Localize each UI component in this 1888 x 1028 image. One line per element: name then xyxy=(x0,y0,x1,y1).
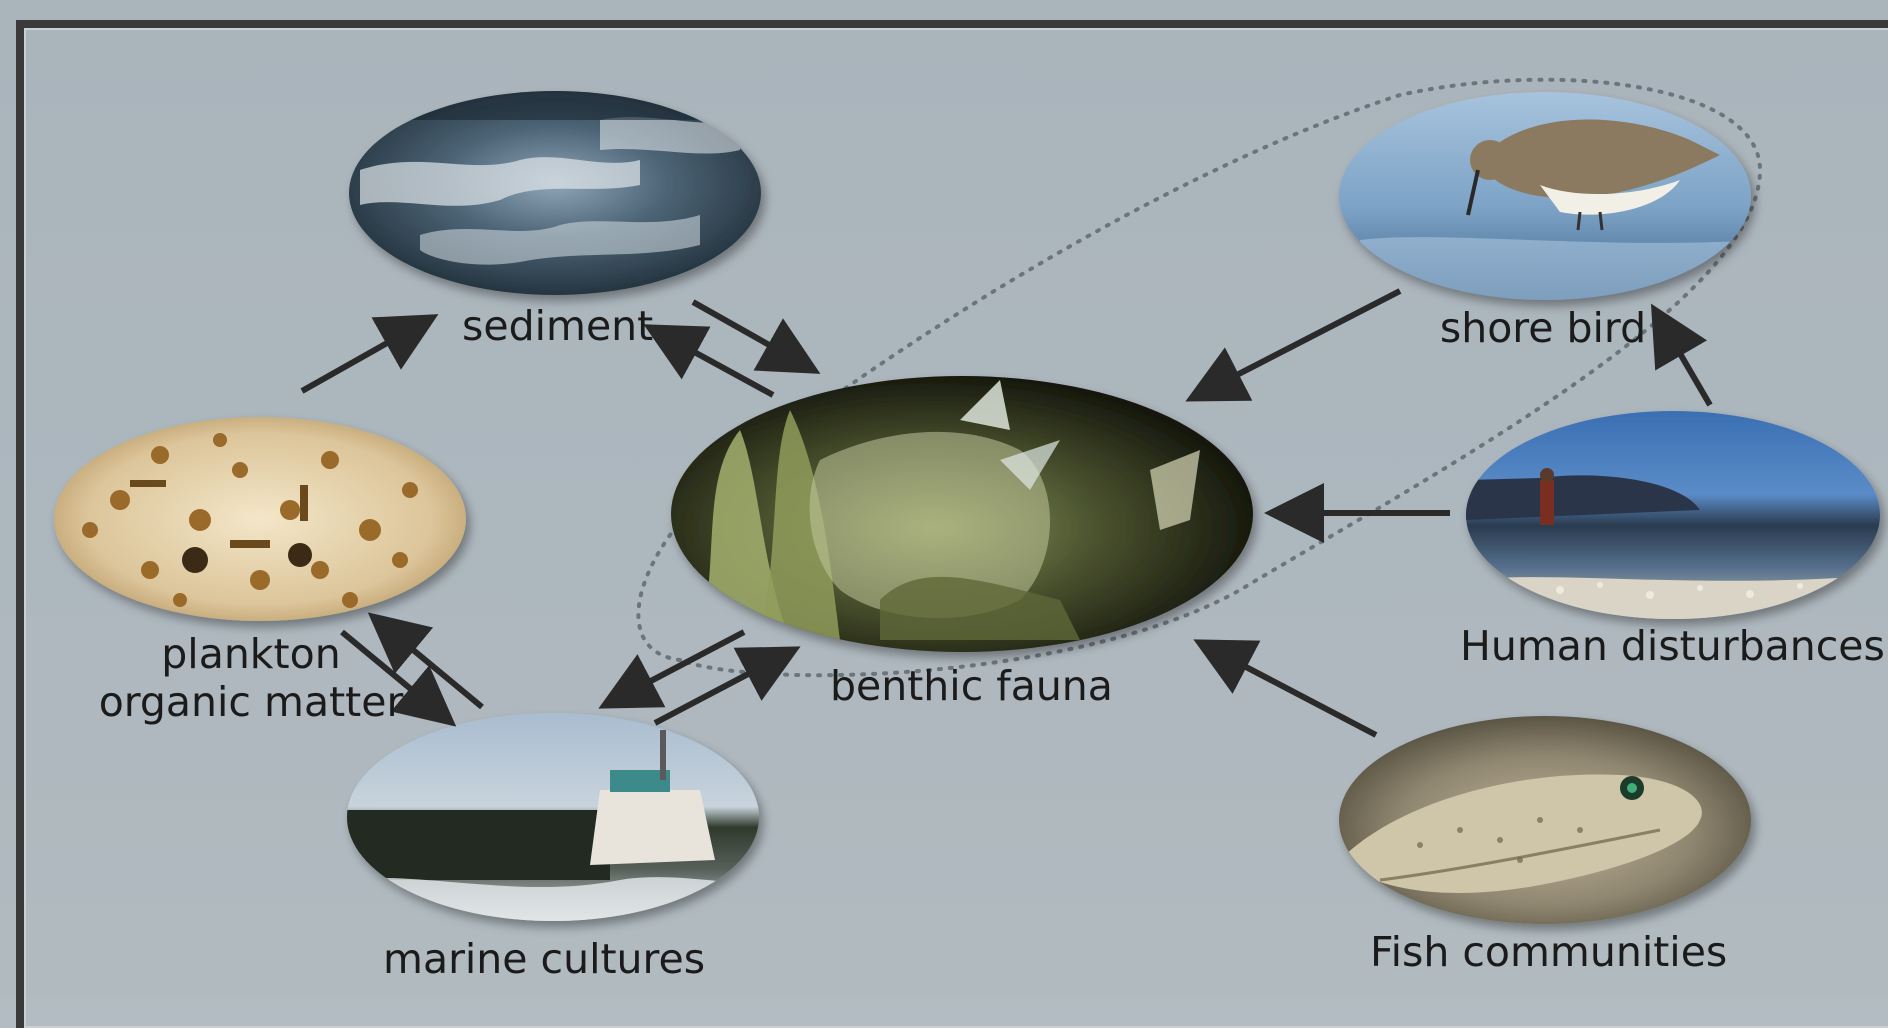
plankton-label-line2: organic matter xyxy=(96,678,406,726)
benthic-fauna-label: benthic fauna xyxy=(830,662,1110,710)
arrow-fish-to-benthic xyxy=(1204,645,1376,735)
plankton-image xyxy=(54,417,466,621)
arrow-human-to-bird xyxy=(1657,314,1710,405)
arrow-marine-to-benthic xyxy=(655,652,790,723)
human-disturbances-label: Human disturbances xyxy=(1460,622,1880,670)
slide-background: sediment plankton organic matter marine … xyxy=(0,0,1888,997)
fish-communities-label: Fish communities xyxy=(1370,928,1720,976)
arrow-plankton-to-sediment xyxy=(302,320,428,391)
benthic-fauna-image xyxy=(671,376,1253,652)
ecosystem-diagram xyxy=(0,0,1888,997)
shore-bird-image xyxy=(1339,92,1760,310)
human-disturbances-image xyxy=(1466,411,1880,620)
marine-cultures-image xyxy=(340,713,780,930)
fish-communities-image xyxy=(1339,716,1751,924)
sediment-image xyxy=(340,90,780,295)
plankton-label-line1: plankton xyxy=(96,630,406,678)
sediment-label: sediment xyxy=(462,302,652,350)
arrow-bird-to-benthic xyxy=(1196,291,1400,396)
marine-cultures-label: marine cultures xyxy=(383,935,693,983)
plankton-label: plankton organic matter xyxy=(96,630,406,727)
arrow-benthic-to-marine xyxy=(609,632,744,703)
shore-bird-label: shore bird xyxy=(1428,304,1658,352)
